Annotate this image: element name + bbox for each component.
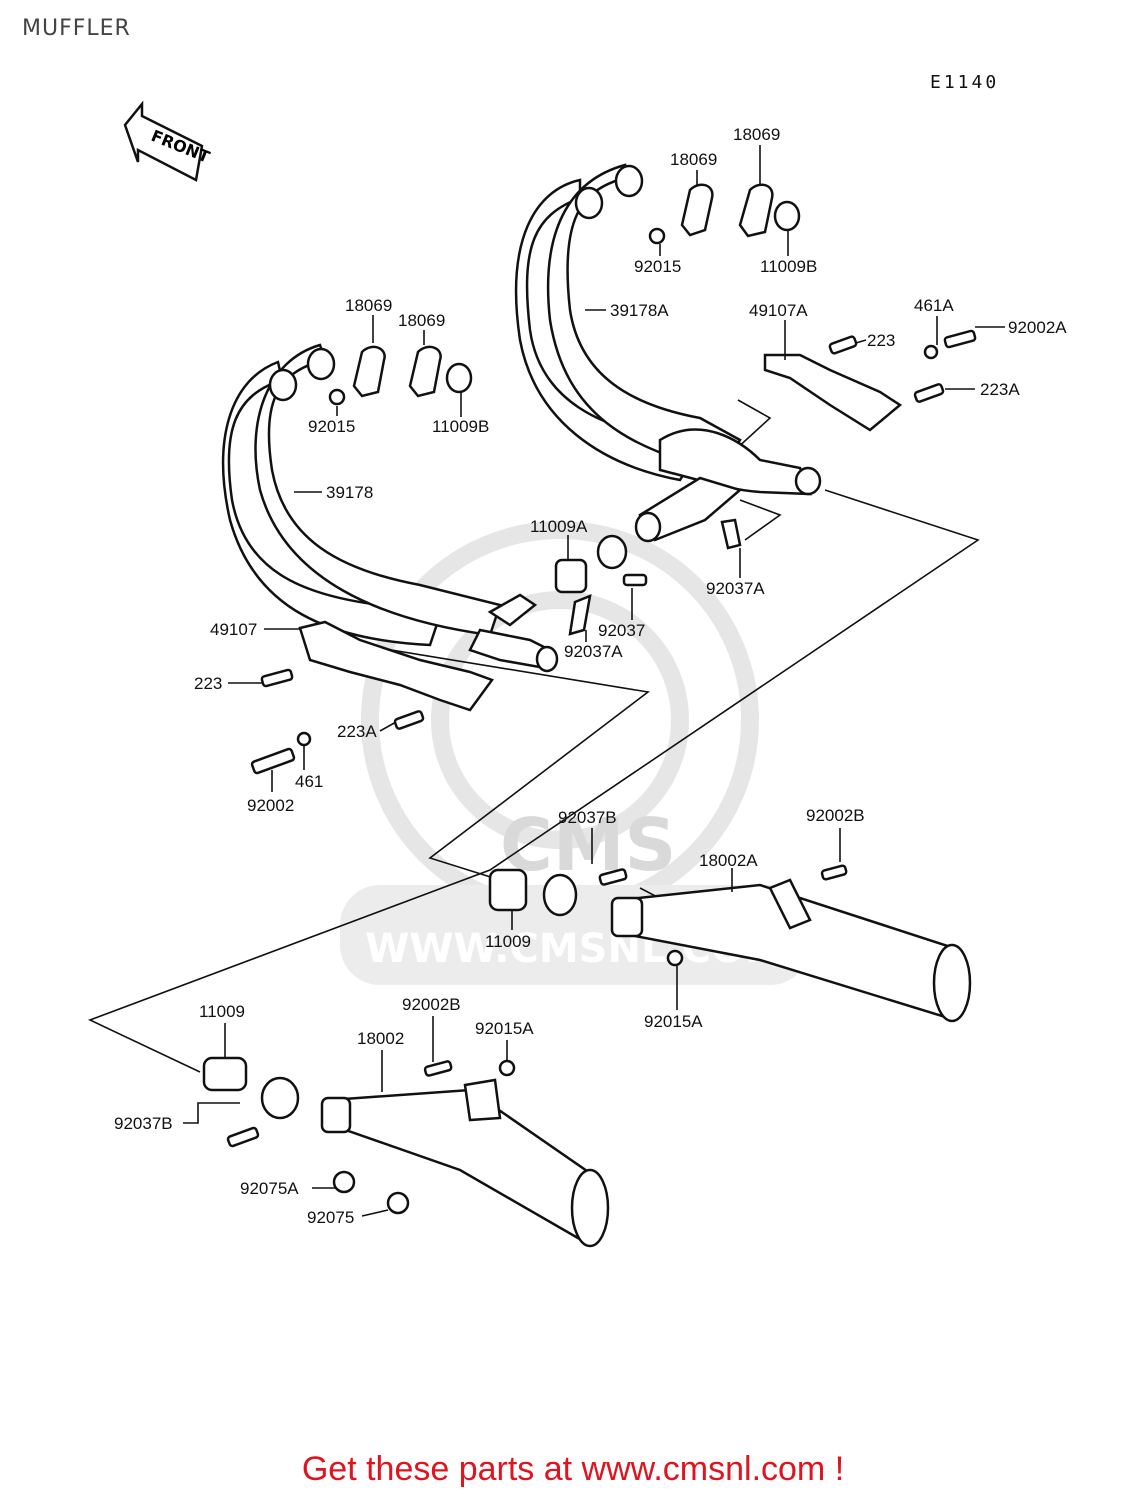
label-461: 461 [295,772,323,791]
label-92002b: 92002B [402,995,461,1014]
diagram-code: E1140 [930,72,1000,93]
label-92037: 92037 [598,621,645,640]
bolts [250,329,977,775]
label-18069: 18069 [670,150,717,169]
label-92015a: 92015A [475,1019,534,1038]
part-labels: 18069 18069 92015 11009B 39178A 49107A 2… [114,125,1067,1227]
leader-lines [183,145,1005,1217]
label-11009: 11009 [199,1002,245,1021]
connectors-mid [554,518,742,636]
label-92015: 92015 [634,257,681,276]
label-39178a: 39178A [610,301,669,320]
label-92002a: 92002A [1008,318,1067,337]
label-92002b: 92002B [806,806,865,825]
heat-guard-right [763,353,903,432]
label-92037a: 92037A [564,642,623,661]
muffler-left [202,1056,610,1248]
heat-guard-left [298,620,494,712]
label-92037a: 92037A [706,579,765,598]
label-39178: 39178 [326,483,373,502]
label-49107: 49107 [210,620,257,639]
label-49107a: 49107A [749,301,808,320]
watermark: CMS WWW.CMSNL.COM [340,521,810,985]
label-18069: 18069 [733,125,780,144]
label-11009: 11009 [485,932,531,951]
label-18002: 18002 [357,1029,404,1048]
exhaust-pipe-right [514,163,822,543]
front-arrow-icon: FRONT [123,100,212,182]
label-92015a: 92015A [644,1012,703,1031]
clamp-brackets-top [648,183,801,245]
label-11009b: 11009B [432,417,489,436]
label-92002: 92002 [247,796,294,815]
label-18069: 18069 [345,296,392,315]
label-92075: 92075 [307,1208,354,1227]
label-223a: 223A [337,722,377,741]
exhaust-pipe-left [221,343,559,673]
label-223a: 223A [980,380,1020,399]
label-223: 223 [867,331,895,350]
label-92075a: 92075A [240,1179,299,1198]
watermark-logo: CMS [500,803,676,887]
clamp-brackets-left [328,345,473,406]
label-92037b: 92037B [558,808,617,827]
label-92015: 92015 [308,417,355,436]
label-18002a: 18002A [699,851,758,870]
muffler-right [488,864,972,1023]
footer-link[interactable]: Get these parts at www.cmsnl.com ! [301,1450,845,1488]
page-title: MUFFLER [22,16,131,41]
label-11009a: 11009A [530,517,588,536]
label-223: 223 [194,674,222,693]
label-92037b: 92037B [114,1114,173,1133]
label-18069: 18069 [398,311,445,330]
label-11009b: 11009B [760,257,817,276]
label-461a: 461A [914,296,954,315]
